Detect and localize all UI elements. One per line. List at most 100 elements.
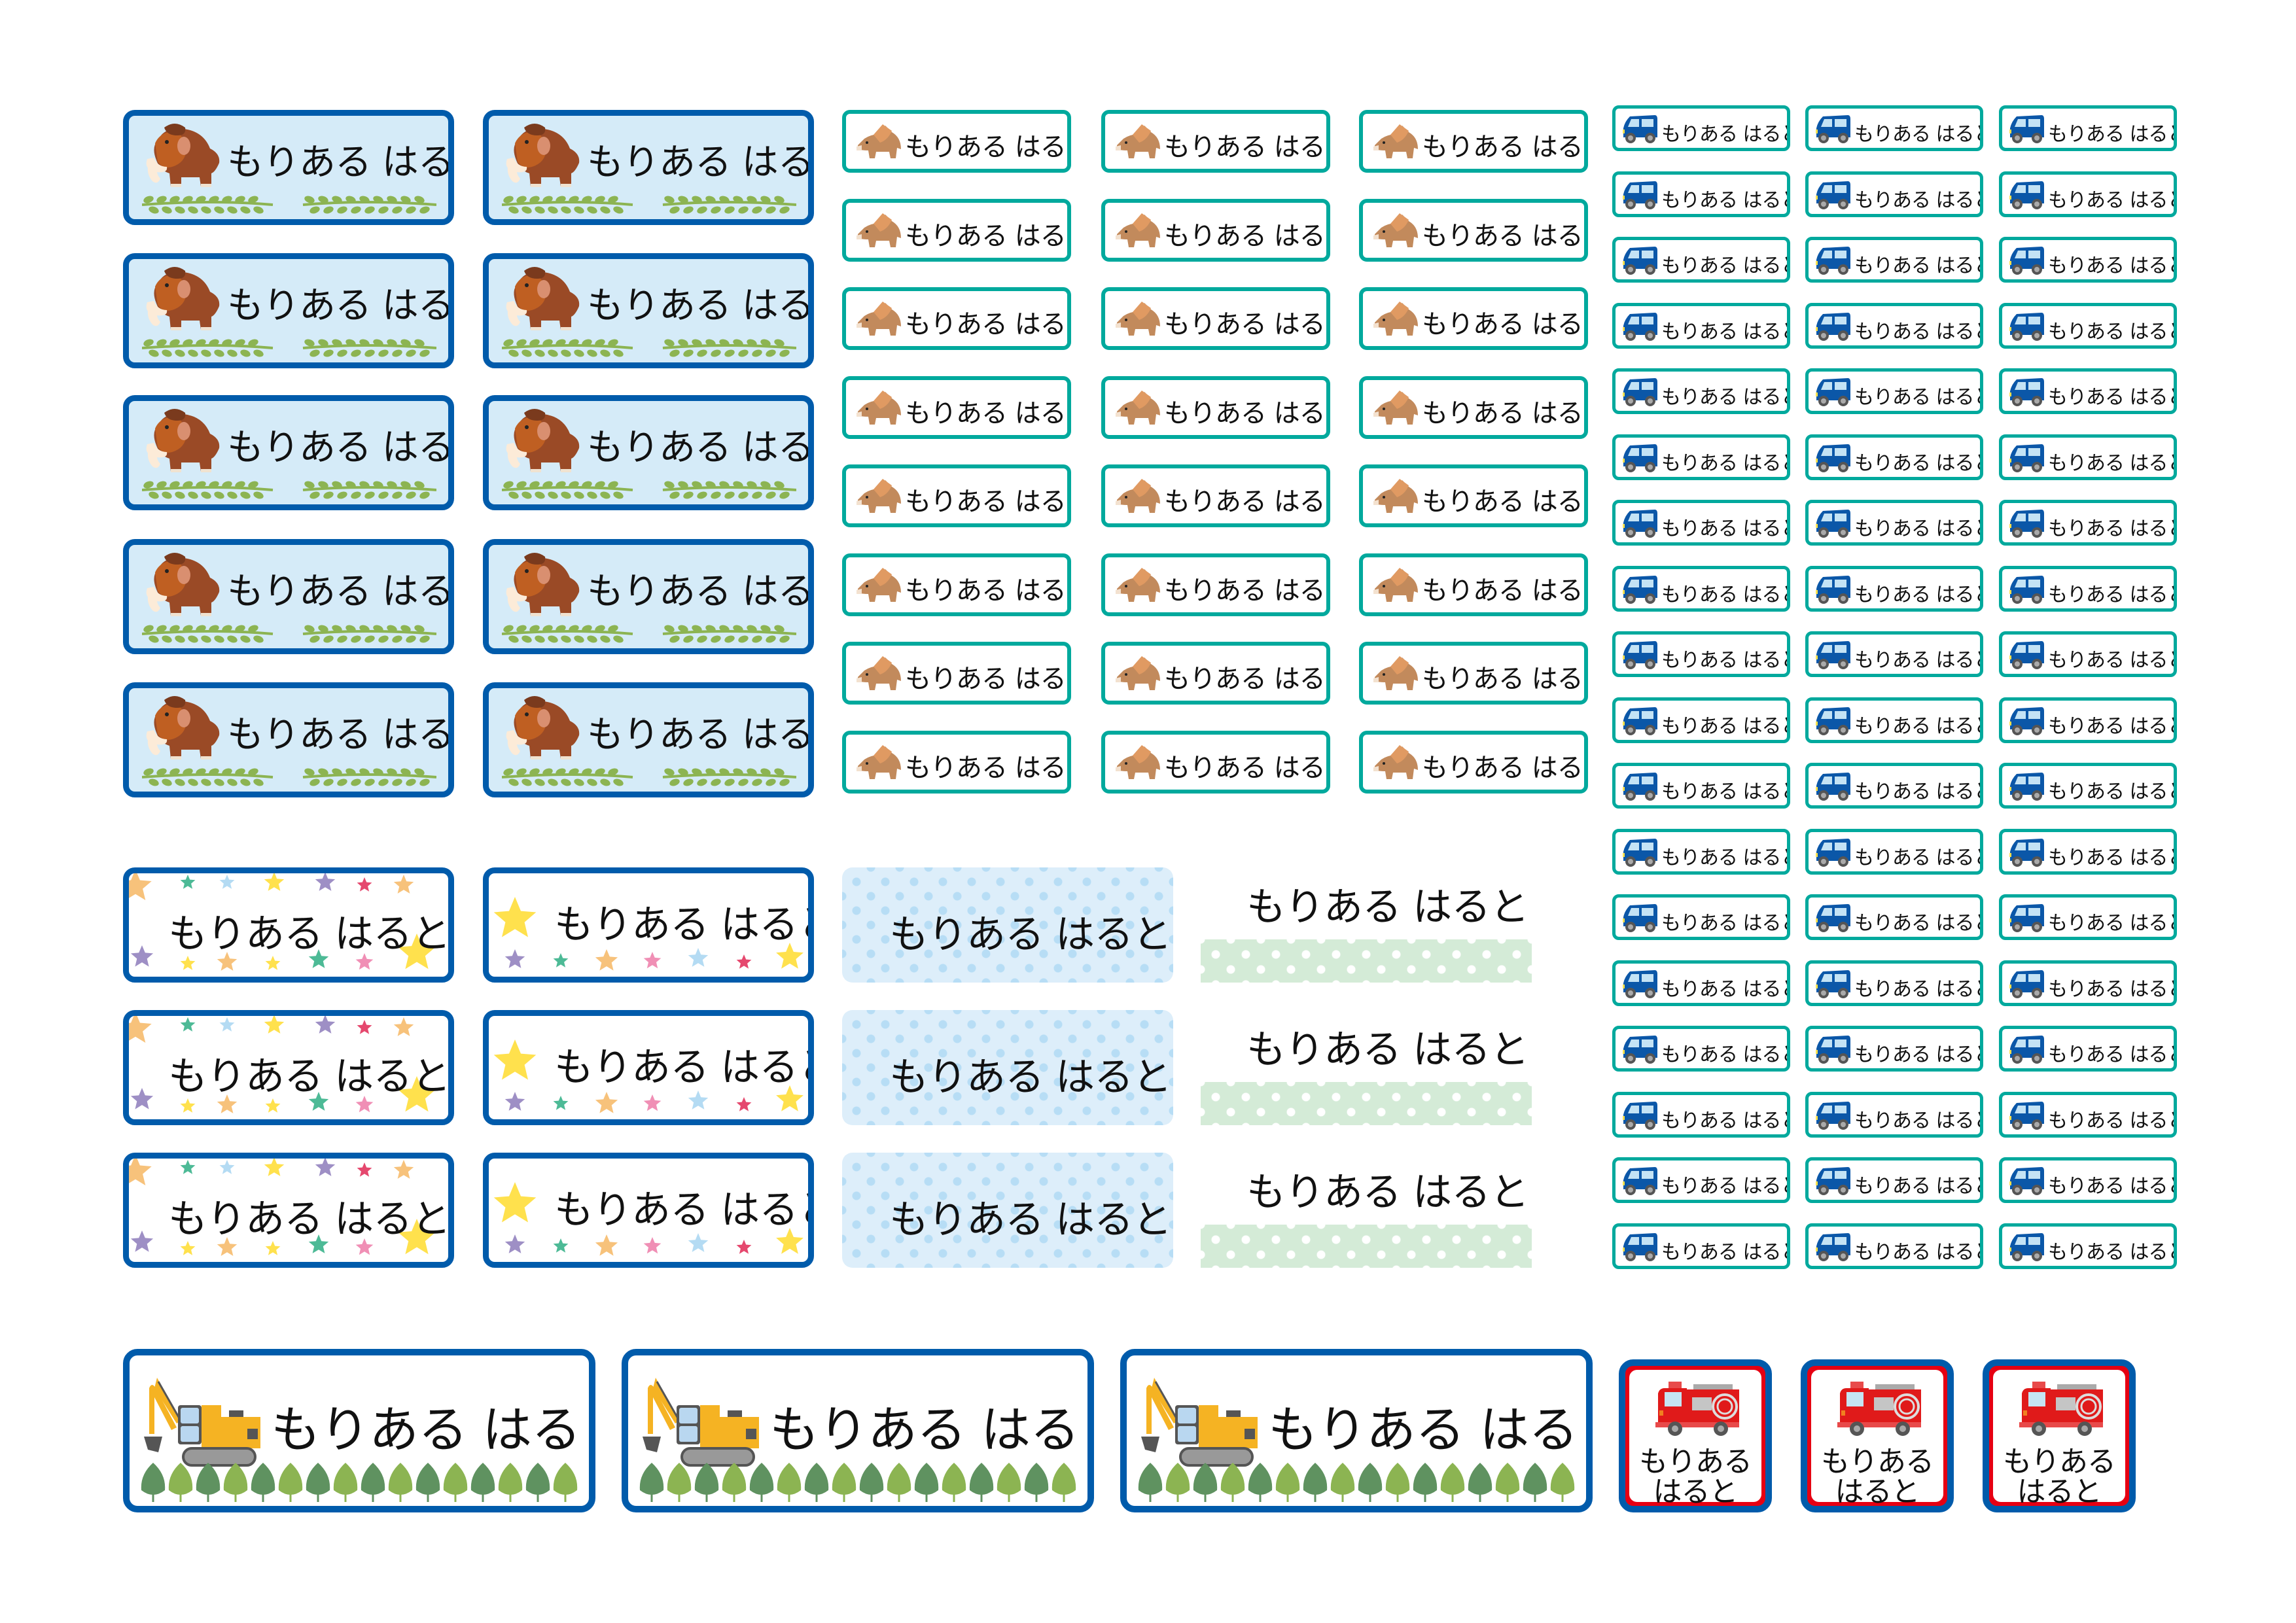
- car-label: もりある はると: [1805, 368, 1983, 414]
- triceratops-label: もりある はると: [1101, 642, 1330, 705]
- name-text: もりある はると: [1661, 1241, 1790, 1264]
- car-icon: [1814, 245, 1852, 275]
- name-text: もりある はると: [1164, 487, 1326, 517]
- star-icon: [489, 1159, 808, 1262]
- name-text: もりある はると: [1854, 123, 1983, 146]
- name-text: もりある はると: [1854, 452, 1983, 475]
- fire-truck-label: もりある はると: [1619, 1359, 1772, 1512]
- triceratops-icon: [854, 212, 904, 250]
- mammoth-icon: [138, 693, 223, 765]
- triceratops-label: もりある はると: [1101, 287, 1330, 350]
- name-text: もりある はると: [1661, 978, 1790, 1001]
- car-label: もりある はると: [1612, 237, 1790, 283]
- trees-decoration: [139, 1461, 584, 1503]
- name-text: もりある はると: [587, 427, 814, 469]
- car-label: もりある はると: [1805, 1026, 1983, 1072]
- excavator-label: もりある はると: [123, 1349, 595, 1512]
- car-label: もりある はると: [1612, 960, 1790, 1006]
- name-text: もりある はると: [1246, 1170, 1529, 1215]
- car-icon: [1621, 706, 1659, 736]
- name-text: もりある はると: [1661, 452, 1790, 475]
- car-label: もりある はると: [1612, 368, 1790, 414]
- car-label: もりある はると: [1999, 1026, 2177, 1072]
- name-text: もりある はると: [1164, 309, 1326, 340]
- name-text: もりある はると: [1854, 584, 1983, 606]
- mammoth-label: もりある はると: [483, 110, 814, 225]
- name-text: もりある はると: [1854, 517, 1983, 540]
- name-text: もりある はると: [1854, 1175, 1983, 1198]
- excavator-label: もりある はると: [622, 1349, 1094, 1512]
- name-line-1: もりある: [2003, 1445, 2116, 1478]
- name-text: もりある はると: [1854, 649, 1983, 672]
- name-text: もりある はると: [1422, 398, 1584, 428]
- name-text: もりある はると: [889, 1197, 1172, 1243]
- name-text: もりある はると: [1661, 1175, 1790, 1198]
- triceratops-label: もりある はると: [1359, 287, 1588, 350]
- car-label: もりある はると: [1805, 1092, 1983, 1138]
- name-text: もりある はると: [554, 902, 814, 948]
- car-icon: [1814, 1100, 1852, 1130]
- car-icon: [1621, 245, 1659, 275]
- car-icon: [1621, 180, 1659, 210]
- car-icon: [1621, 969, 1659, 999]
- excavator-icon: [641, 1369, 766, 1467]
- vine-decoration: [141, 622, 437, 644]
- name-text: もりある はると: [227, 427, 454, 469]
- name-text: もりある はると: [227, 714, 454, 756]
- name-text: もりある はると: [1422, 576, 1584, 606]
- polka-dot-tape: [1201, 1082, 1532, 1125]
- blue-dot-label: もりある はると: [842, 1153, 1173, 1268]
- name-line-2: はると: [1653, 1475, 1739, 1509]
- car-label: もりある はると: [1999, 303, 2177, 349]
- mammoth-label: もりある はると: [483, 539, 814, 654]
- triceratops-label: もりある はると: [1359, 642, 1588, 705]
- name-text: もりある はると: [905, 221, 1067, 251]
- car-icon: [2007, 245, 2045, 275]
- vine-decoration: [141, 478, 437, 500]
- name-text: もりある はると: [2048, 1175, 2177, 1198]
- triceratops-label: もりある はると: [1359, 199, 1588, 262]
- scattered-stars-label: もりある はると: [123, 1010, 454, 1125]
- mammoth-label: もりある はると: [123, 539, 454, 654]
- triceratops-icon: [854, 123, 904, 161]
- triceratops-icon: [1371, 744, 1421, 782]
- name-text: もりある はると: [1246, 884, 1529, 930]
- name-text: もりある はると: [227, 285, 454, 327]
- name-text: もりある はると: [2048, 846, 2177, 869]
- car-icon: [2007, 114, 2045, 144]
- car-icon: [1621, 508, 1659, 538]
- name-text: もりある はると: [1661, 584, 1790, 606]
- car-label: もりある はると: [1805, 237, 1983, 283]
- triceratops-icon: [1371, 300, 1421, 338]
- car-icon: [2007, 837, 2045, 867]
- star-row-label: もりある はると: [483, 1010, 814, 1125]
- mammoth-icon: [498, 121, 583, 193]
- name-text: もりある はると: [1422, 487, 1584, 517]
- car-icon: [1814, 837, 1852, 867]
- green-tape-label: もりある はると: [1201, 1010, 1532, 1125]
- triceratops-label: もりある はると: [1101, 464, 1330, 527]
- car-label: もりある はると: [1999, 829, 2177, 875]
- car-label: もりある はると: [1612, 566, 1790, 612]
- name-text: もりある はると: [1854, 254, 1983, 277]
- triceratops-label: もりある はると: [1359, 731, 1588, 794]
- car-label: もりある はると: [1999, 434, 2177, 480]
- name-text: もりある はると: [1422, 664, 1584, 694]
- name-text: もりある はると: [2048, 584, 2177, 606]
- car-icon: [1814, 443, 1852, 473]
- triceratops-icon: [1113, 478, 1163, 515]
- car-icon: [1621, 377, 1659, 407]
- scattered-stars-label: もりある はると: [123, 1153, 454, 1268]
- car-icon: [1814, 640, 1852, 670]
- mammoth-icon: [498, 264, 583, 336]
- car-icon: [2007, 443, 2045, 473]
- triceratops-label: もりある はると: [842, 642, 1071, 705]
- car-icon: [1814, 574, 1852, 604]
- mammoth-icon: [498, 406, 583, 478]
- vine-decoration: [141, 765, 437, 788]
- car-icon: [1814, 1034, 1852, 1064]
- name-text: もりある はると: [1661, 780, 1790, 803]
- blue-dot-label: もりある はると: [842, 867, 1173, 983]
- car-icon: [1814, 1166, 1852, 1196]
- triceratops-icon: [854, 389, 904, 427]
